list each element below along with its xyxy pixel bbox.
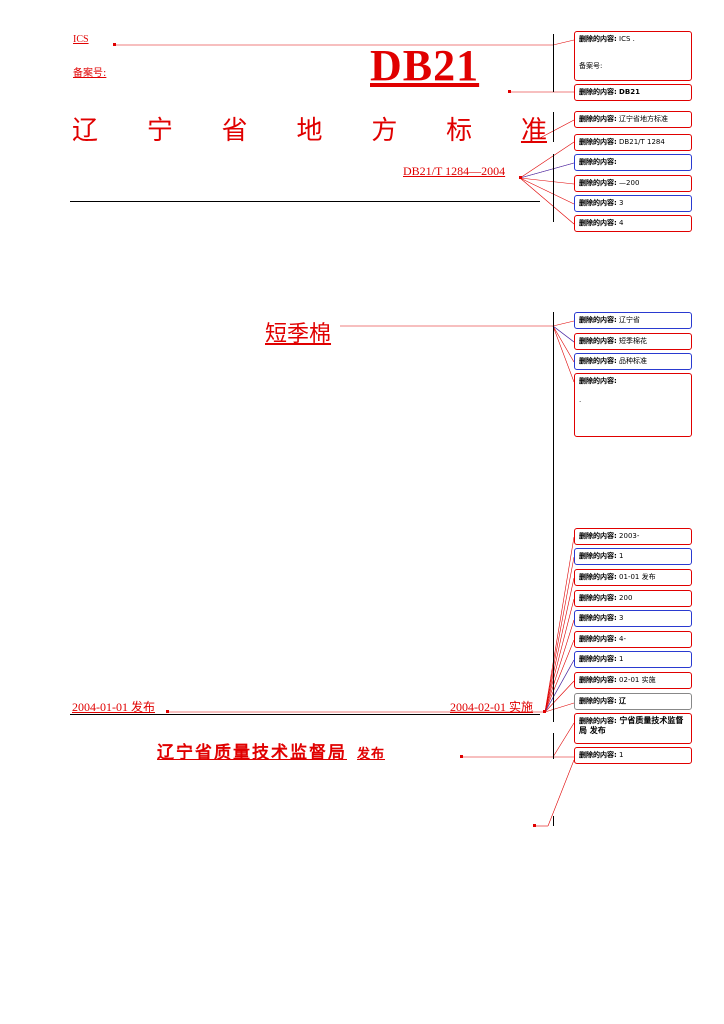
header-divider: [70, 201, 540, 202]
margin-bar: [553, 312, 554, 722]
revision-comment[interactable]: 删除的内容: 4-: [574, 631, 692, 648]
revision-comment[interactable]: 删除的内容: DB21/T 1284: [574, 134, 692, 151]
title-char: 辽: [72, 116, 99, 146]
title-char: 宁: [146, 116, 173, 146]
record-number-label: 备案号:: [73, 68, 107, 79]
title-char: 省: [221, 116, 248, 146]
revision-comment[interactable]: 删除的内容: 2003-: [574, 528, 692, 545]
margin-bar: [553, 34, 554, 92]
revision-comment[interactable]: 删除的内容: 1: [574, 651, 692, 668]
title-char: 地: [296, 116, 323, 146]
revision-comment[interactable]: 删除的内容: 02-01 实施: [574, 672, 692, 689]
revision-comment[interactable]: 删除的内容: 辽: [574, 693, 692, 710]
revision-comment[interactable]: 删除的内容: ICS . 备案号:: [574, 31, 692, 81]
revision-comment[interactable]: 删除的内容:.: [574, 373, 692, 437]
revision-comment[interactable]: 删除的内容: 3: [574, 195, 692, 212]
revision-comment[interactable]: 删除的内容: 01-01 发布: [574, 569, 692, 586]
margin-bar: [553, 154, 554, 222]
title-char: 方: [371, 116, 398, 146]
issuer-suffix: 发布: [357, 747, 386, 762]
revision-comment[interactable]: 删除的内容: 4: [574, 215, 692, 232]
revision-comment[interactable]: 删除的内容: 宁省质量技术监督局 发布: [574, 713, 692, 744]
revision-comment[interactable]: 删除的内容: —200: [574, 175, 692, 192]
revision-comment[interactable]: 删除的内容: 200: [574, 590, 692, 607]
revision-comment[interactable]: 删除的内容: 3: [574, 610, 692, 627]
revision-comment[interactable]: 删除的内容: DB21: [574, 84, 692, 101]
revision-comment[interactable]: 删除的内容:: [574, 154, 692, 171]
revision-comment[interactable]: 删除的内容: 辽宁省地方标准: [574, 111, 692, 128]
margin-bar: [553, 733, 554, 759]
title-char: 准: [520, 116, 547, 146]
publish-date: 2004-01-01 发布: [72, 700, 155, 714]
revision-comment[interactable]: 删除的内容: 短季棉花: [574, 333, 692, 350]
ics-label: ICS: [73, 34, 89, 45]
revision-comment[interactable]: 删除的内容: 1: [574, 747, 692, 764]
standard-number: DB21/T 1284—2004: [403, 164, 506, 178]
title-char: 标: [446, 116, 473, 146]
margin-bar: [553, 112, 554, 142]
standard-code: DB21: [370, 41, 480, 90]
issuer-name: 辽宁省质量技术监督局: [157, 743, 347, 763]
document-title: 短季棉: [265, 322, 332, 347]
implement-date: 2004-02-01 实施: [450, 700, 533, 714]
revision-comment[interactable]: 删除的内容: 辽宁省: [574, 312, 692, 329]
revision-comment[interactable]: 删除的内容: 品种标准: [574, 353, 692, 370]
footer-divider: [70, 714, 540, 715]
province-standard-title: 辽 宁 省 地 方 标 准: [72, 110, 547, 146]
revision-comment[interactable]: 删除的内容: 1: [574, 548, 692, 565]
margin-bar: [553, 816, 554, 826]
issuer: 辽宁省质量技术监督局发布: [157, 738, 385, 763]
